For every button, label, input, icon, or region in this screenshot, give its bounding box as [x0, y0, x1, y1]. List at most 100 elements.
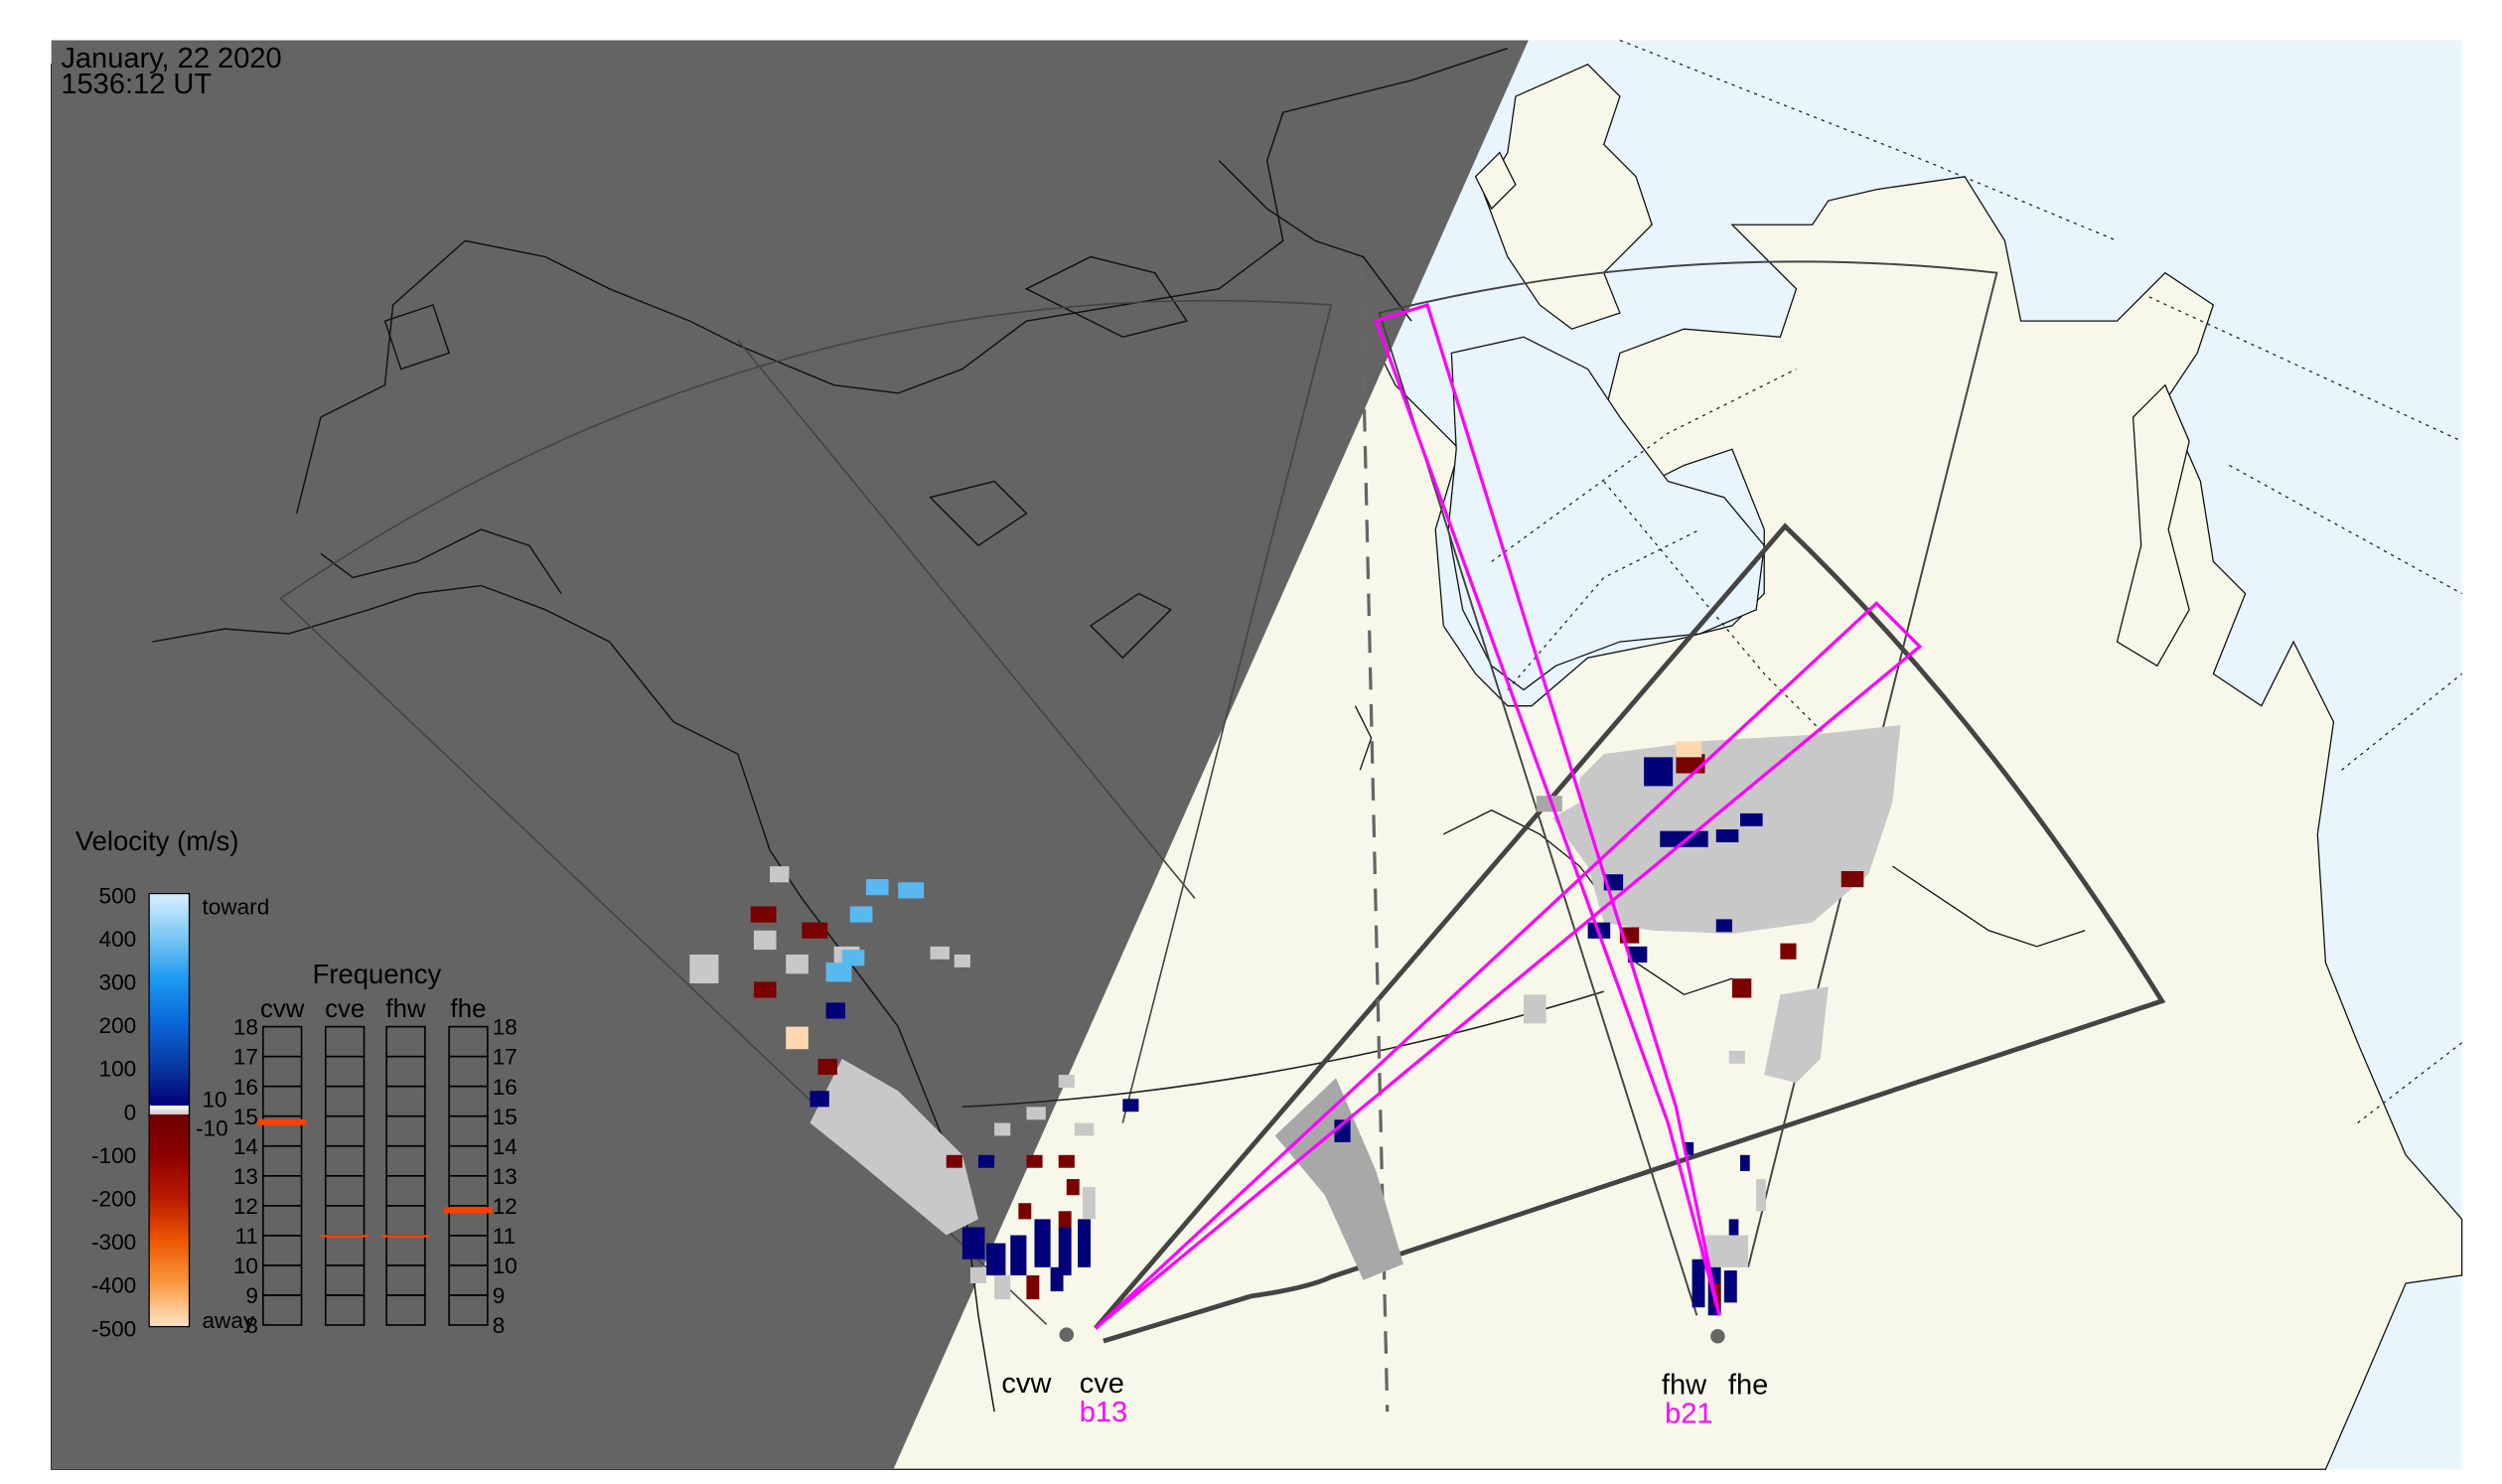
velocity-cell [750, 906, 777, 923]
freq-tick-right: 18 [493, 1015, 517, 1040]
land-island-small [1474, 151, 1517, 211]
freq-tick-left: 14 [233, 1134, 258, 1159]
coastlines-night [152, 47, 1509, 1412]
freq-tick-left: 15 [233, 1105, 258, 1129]
velocity-cell [689, 954, 719, 984]
velocity-cell [1050, 1266, 1064, 1292]
freq-marker-fhe [444, 1207, 493, 1214]
freq-tick-left: 13 [233, 1164, 258, 1189]
velocity-cell [1058, 1075, 1075, 1088]
velocity-tick-label: -100 [91, 1143, 136, 1168]
velocity-colorbar [148, 892, 191, 1328]
beam-b21 [1374, 302, 1721, 1316]
freq-radar-label-cvw: cvw [260, 995, 305, 1023]
fov-fhw [1378, 260, 1998, 1316]
dashed-meridian [1358, 224, 1390, 1412]
velocity-cell [1524, 994, 1546, 1024]
fov-cvw-range-line [737, 339, 1196, 899]
velocity-tick-label: 200 [99, 1013, 137, 1038]
fov-cvw [279, 299, 1333, 1329]
site-marker-fh [1710, 1328, 1725, 1344]
velocity-cells [689, 725, 1901, 1316]
land-island-east [2116, 383, 2190, 668]
freq-tick-right: 13 [493, 1164, 517, 1189]
velocity-cell [986, 1243, 1006, 1275]
velocity-tick-label: -300 [91, 1230, 136, 1255]
velocity-tick-label: 100 [99, 1057, 137, 1082]
freq-radar-label-fhe: fhe [451, 995, 487, 1023]
freq-cell [385, 1294, 426, 1326]
frequency-legend-title: Frequency [313, 959, 442, 989]
freq-marker-fhw [381, 1235, 430, 1238]
freq-tick-left: 10 [233, 1254, 258, 1278]
freq-tick-left: 17 [233, 1045, 258, 1070]
velocity-cell [1078, 1219, 1092, 1267]
freq-marker-cvw [257, 1118, 307, 1125]
beam-label-b21: b21 [1665, 1398, 1712, 1429]
freq-cell [448, 1294, 489, 1326]
freq-tick-left: 16 [233, 1075, 258, 1100]
inner-neg-label: -10 [196, 1115, 228, 1140]
freq-tick-right: 8 [493, 1313, 506, 1338]
freq-cell [262, 1294, 303, 1326]
velocity-cell [1840, 870, 1864, 888]
lat-lon-grid [1491, 39, 2463, 1124]
freq-cell [324, 1294, 366, 1326]
fov-cve [1094, 522, 2166, 1344]
velocity-cell [1058, 1154, 1075, 1168]
freq-tick-right: 16 [493, 1075, 517, 1100]
velocity-tick-label: -500 [91, 1316, 136, 1341]
freq-tick-left: 8 [245, 1313, 258, 1338]
velocity-cell [961, 1227, 985, 1260]
scatter-region-cve-band [1274, 1078, 1403, 1280]
velocity-cell [1536, 796, 1562, 813]
velocity-cell [770, 866, 790, 883]
time-label: 1536:12 UT [61, 69, 212, 100]
velocity-cell [1010, 1235, 1027, 1275]
freq-radar-label-fhw: fhw [385, 995, 426, 1023]
velocity-cell [1122, 1099, 1139, 1113]
velocity-cell [753, 981, 777, 998]
away-label: away [202, 1308, 254, 1333]
freq-tick-left: 12 [233, 1194, 258, 1219]
inner-pos-label: 10 [202, 1087, 226, 1112]
velocity-cell [994, 1274, 1011, 1300]
freq-radar-label-cve: cve [325, 995, 365, 1023]
velocity-legend: Velocity (m/s) 5004003002001000-100-200-… [75, 825, 269, 1341]
velocity-cell [1074, 1122, 1095, 1136]
velocity-cell [1715, 829, 1739, 842]
velocity-cell [753, 930, 777, 951]
freq-tick-left: 18 [233, 1015, 258, 1040]
freq-tick-right: 12 [493, 1194, 517, 1219]
velocity-cell [1739, 1154, 1750, 1171]
freq-tick-right: 15 [493, 1105, 517, 1129]
freq-tick-right: 9 [493, 1283, 506, 1308]
velocity-cell [841, 950, 865, 966]
velocity-cell [1066, 1179, 1080, 1196]
scatter-region-cvw [809, 1058, 978, 1236]
velocity-cell [786, 1026, 809, 1050]
velocity-tick-label: 500 [99, 883, 137, 908]
velocity-cell [1723, 1270, 1737, 1303]
velocity-cell [1692, 1259, 1705, 1308]
velocity-tick-label: 300 [99, 969, 137, 994]
freq-tick-right: 10 [493, 1254, 517, 1278]
velocity-cell [898, 882, 925, 899]
freq-tick-right: 11 [493, 1224, 515, 1249]
velocity-cell [825, 963, 852, 982]
velocity-cell [1676, 741, 1702, 758]
velocity-cell [1715, 919, 1732, 933]
velocity-cell [977, 1154, 995, 1168]
velocity-cell [1644, 757, 1674, 787]
site-cv: cvw cve b13 [1001, 1312, 1127, 1428]
velocity-cell [1728, 1219, 1739, 1236]
velocity-cell [786, 954, 809, 974]
velocity-cell [802, 922, 828, 939]
freq-marker-cve [320, 1235, 369, 1238]
fov-outlines [279, 224, 2166, 1412]
velocity-cell [1684, 1141, 1694, 1155]
velocity-cell [1660, 830, 1708, 847]
velocity-cell [1728, 1050, 1745, 1064]
velocity-cell [1731, 978, 1752, 998]
